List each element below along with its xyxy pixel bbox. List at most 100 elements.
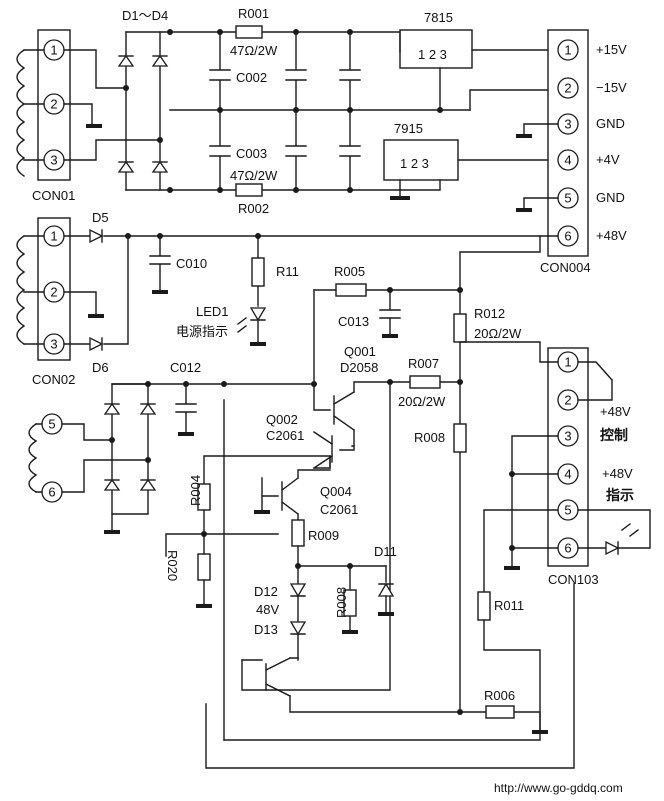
svg-text:20Ω/2W: 20Ω/2W — [474, 326, 522, 341]
d6-label: D6 — [92, 360, 109, 375]
con103-connector: 1 2 3 4 5 6 — [547, 347, 589, 567]
regulator-7915: 7915 1 2 3 — [383, 121, 561, 200]
r005-resistor — [335, 283, 367, 297]
out-gnd1-label: GND — [596, 116, 625, 131]
indicator-led-icon — [605, 540, 620, 556]
svg-text:3: 3 — [50, 337, 57, 352]
svg-text:D2058: D2058 — [340, 360, 378, 375]
svg-text:C012: C012 — [170, 360, 201, 375]
ctl-plus48v-label: +48V — [600, 404, 631, 419]
r001-resistor — [235, 25, 263, 39]
out-minus15v-label: −15V — [596, 80, 627, 95]
svg-text:Q002: Q002 — [266, 412, 298, 427]
con004-connector: 1 2 3 4 5 6 — [547, 29, 589, 257]
c013-capacitor: C013 — [338, 289, 401, 338]
con103-label: CON103 — [548, 572, 599, 587]
svg-text:2: 2 — [564, 393, 571, 408]
website-watermark: http://www.go-gddq.com — [494, 781, 623, 795]
r011-resistor: R011 — [223, 399, 541, 741]
r001-label: R001 — [238, 6, 269, 21]
svg-text:6: 6 — [564, 229, 571, 244]
r009-resistor: R009 — [291, 519, 339, 547]
bridge-rectifier-2 — [103, 383, 157, 534]
svg-text:5: 5 — [564, 191, 571, 206]
q004-transistor: Q004 C2061 — [254, 469, 358, 517]
led1-indicator: LED1 电源指示 — [176, 304, 267, 346]
d12-d13-zener: D12 48V D13 — [254, 565, 307, 661]
svg-text:1: 1 — [50, 229, 57, 244]
svg-text:1: 1 — [564, 43, 571, 58]
r002-resistor — [235, 183, 263, 197]
d5-label: D5 — [92, 210, 109, 225]
r008-upper-resistor: R008 — [414, 381, 467, 713]
transformer-winding-2 — [16, 235, 45, 345]
svg-text:C2061: C2061 — [266, 428, 304, 443]
transformer-winding-1 — [16, 49, 45, 177]
svg-text:R11: R11 — [276, 264, 299, 279]
svg-text:6: 6 — [48, 485, 55, 500]
svg-text:R012: R012 — [474, 306, 505, 321]
svg-text:4: 4 — [564, 153, 571, 168]
svg-text:1: 1 — [50, 43, 57, 58]
svg-text:R006: R006 — [484, 688, 515, 703]
transformer-winding-3: 5 6 — [28, 413, 149, 503]
con02-label: CON02 — [32, 372, 75, 387]
svg-text:R009: R009 — [308, 528, 339, 543]
svg-text:3: 3 — [564, 117, 571, 132]
svg-text:2: 2 — [50, 285, 57, 300]
svg-text:R011: R011 — [494, 598, 524, 613]
d6-diode — [89, 336, 104, 352]
svg-text:7815: 7815 — [424, 10, 453, 25]
d1-d4-label: D1～D4 — [122, 8, 168, 23]
r002-value: 47Ω/2W — [230, 168, 278, 183]
svg-text:C003: C003 — [236, 146, 267, 161]
svg-text:1 2 3: 1 2 3 — [418, 47, 447, 62]
out-gnd2-label: GND — [596, 190, 625, 205]
svg-text:3: 3 — [50, 153, 57, 168]
svg-text:C013: C013 — [338, 314, 369, 329]
svg-text:C002: C002 — [236, 70, 267, 85]
r006-resistor: R006 — [459, 688, 548, 734]
svg-text:电源指示: 电源指示 — [176, 324, 228, 339]
r001-value: 47Ω/2W — [230, 43, 278, 58]
svg-text:D11: D11 — [374, 544, 397, 559]
svg-text:R020: R020 — [165, 550, 180, 581]
svg-text:5: 5 — [564, 503, 571, 518]
svg-text:6: 6 — [564, 541, 571, 556]
r002-label: R002 — [238, 201, 269, 216]
svg-text:R008: R008 — [414, 430, 445, 445]
svg-text:D12: D12 — [254, 584, 278, 599]
svg-text:R004: R004 — [188, 475, 203, 506]
c012-capacitor: C012 — [170, 360, 201, 436]
q001-transistor: Q001 D2058 — [313, 289, 411, 431]
out-plus15v-label: +15V — [596, 42, 627, 57]
d11-diode: D11 — [374, 544, 397, 616]
out-plus4v-label: +4V — [596, 152, 620, 167]
r005-label: R005 — [334, 264, 365, 279]
svg-text:5: 5 — [48, 417, 55, 432]
out-plus48v-label: +48V — [596, 228, 627, 243]
svg-text:2: 2 — [564, 81, 571, 96]
regulator-7815: 7815 1 2 3 — [399, 10, 561, 113]
con004-label: CON004 — [540, 260, 591, 275]
svg-text:C010: C010 — [176, 256, 207, 271]
ind-indicator-label: 指示 — [606, 487, 634, 503]
svg-text:7915: 7915 — [394, 121, 423, 136]
r012-resistor: R012 20Ω/2W — [453, 306, 522, 343]
svg-text:4: 4 — [564, 467, 571, 482]
r007-resistor — [409, 375, 441, 389]
ctl-control-label: 控制 — [600, 427, 628, 443]
svg-text:1: 1 — [564, 355, 571, 370]
con01-connector: 1 2 3 — [37, 29, 71, 181]
ind-plus48v-label: +48V — [602, 466, 633, 481]
svg-text:D13: D13 — [254, 622, 278, 637]
svg-text:48V: 48V — [256, 602, 279, 617]
c003-capacitor: C003 — [209, 109, 361, 191]
bottom-transistor — [241, 657, 461, 713]
svg-text:1 2 3: 1 2 3 — [400, 156, 429, 171]
r11-resistor: R11 — [251, 235, 299, 307]
q002-transistor: Q002 C2061 — [266, 412, 355, 469]
r008-lower-resistor: R008 — [334, 565, 358, 634]
d5-diode — [89, 228, 104, 244]
